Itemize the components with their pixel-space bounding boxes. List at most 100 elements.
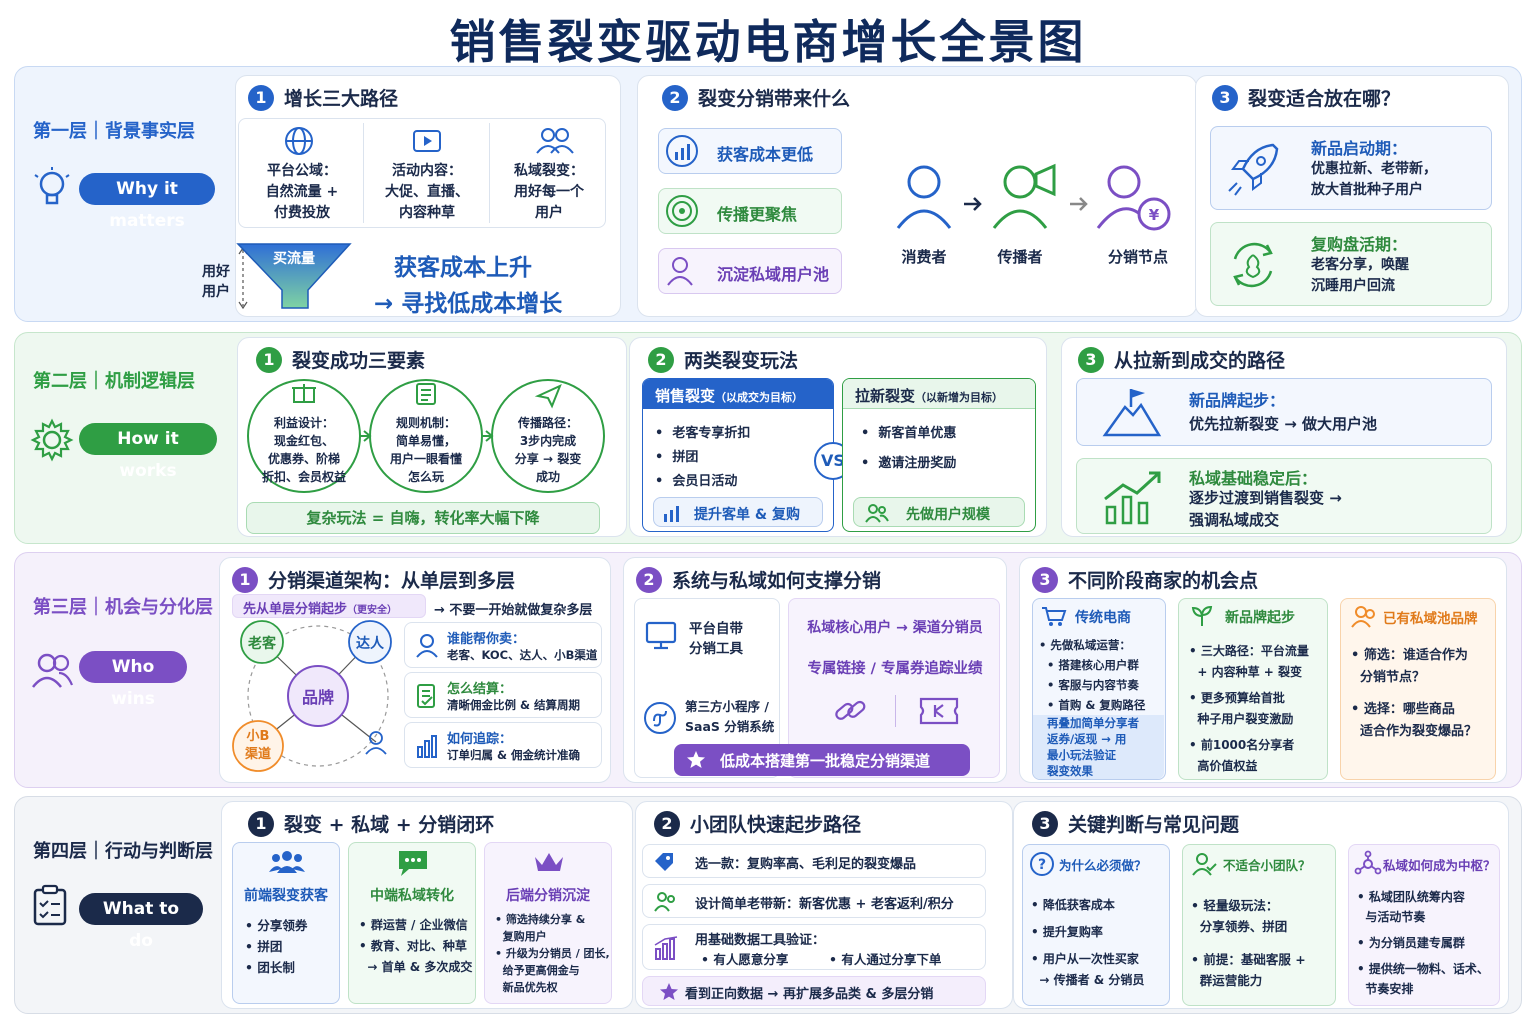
acquisition-fission-card: 拉新裂变（以新增为目标） • 新客首单优惠• 邀请注册奖励 先做用户规模 — [842, 378, 1036, 532]
globe-icon — [285, 127, 313, 155]
step-label: 设计简单老带新：新客优惠 + 老客返利/积分 — [695, 897, 954, 912]
stage-traditional: 传统电商 • 先做私域运营： • 搭建核心用户群 • 客服与内容节奏 • 首购 … — [1032, 598, 1166, 780]
stage-items: • 三大路径：平台流量 + 内容种草 + 裂变• 更多预算给首批 种子用户裂变激… — [1189, 644, 1309, 773]
user-check-icon — [1192, 853, 1217, 876]
users-icon — [865, 504, 889, 523]
panel-number: 1 — [232, 566, 258, 593]
question-title: 谁能帮你卖： — [447, 632, 526, 647]
cart-icon — [1042, 607, 1067, 626]
tag-what-to-do: What to do — [79, 893, 203, 951]
funnel-label: 买流量 — [273, 251, 315, 267]
node-influencer: 达人 — [356, 636, 384, 652]
panel-title-text: 分销渠道架构：从单层到多层 — [268, 570, 516, 592]
stage-desc: 优惠拉新、老带新，放大首批种子用户 — [1311, 161, 1437, 198]
bar-chart-icon — [654, 936, 678, 960]
private-role: 私域核心用户 → 渠道分销员 — [807, 620, 983, 636]
document-icon — [417, 684, 435, 708]
video-icon — [413, 130, 441, 152]
question-title: 如何追踪： — [447, 732, 513, 747]
growth-arrow-icon — [1104, 471, 1161, 525]
question-desc: 老客、KOC、达人、小B渠道 — [447, 648, 598, 662]
question-title: 怎么结算： — [447, 682, 513, 697]
benefit-label: 传播更聚焦 — [717, 205, 798, 224]
mountain-flag-icon — [1102, 389, 1162, 437]
step-label: 选一款：复购率高、毛利足的裂变爆品 — [695, 857, 917, 872]
benefit-focused: 传播更聚焦 — [658, 188, 842, 234]
refresh-icon — [1233, 242, 1273, 288]
stage-private-brand: 已有私域池品牌 • 筛选：谁适合作为 分销节点？• 选择：哪些商品 适合作为裂变… — [1340, 598, 1496, 780]
acq-fission-title: 拉新裂变（以新增为目标） — [855, 387, 1004, 405]
stage-title: 复购盘活期： — [1311, 235, 1408, 254]
stage-items: • 先做私域运营： • 搭建核心用户群 • 客服与内容节奏 • 首购 & 复购路… — [1039, 638, 1146, 712]
layer-4-name: 第四层｜行动与判断层 — [33, 841, 213, 862]
stage-extra: 再叠加简单分享者返券/返现 → 用最小玩法验证裂变效果 — [1047, 716, 1139, 778]
svg-text:¥: ¥ — [1149, 206, 1160, 224]
question-tracking: 如何追踪： 订单归属 & 佣金统计准确 — [404, 722, 602, 768]
warning-complex: 复杂玩法 = 自嗨，转化率大幅下降 — [246, 502, 600, 534]
checklist-icon — [33, 884, 67, 926]
users-icon — [1351, 606, 1375, 628]
bar-chart-icon — [417, 735, 437, 758]
network-icon — [1354, 850, 1382, 875]
user-icon — [667, 257, 693, 286]
group-icon — [269, 851, 305, 873]
users-icon — [654, 892, 675, 912]
panel-number: 3 — [1078, 346, 1104, 373]
panel-title-text: 小团队快速起步路径 — [690, 814, 862, 836]
paths-grid: 平台公域：自然流量 +付费投放 活动内容：大促、直播、内容种草 私域裂变：用好每… — [238, 118, 606, 228]
cost-up-text: 获客成本上升 — [394, 255, 532, 281]
panel-number: 3 — [1032, 566, 1058, 593]
crown-icon — [535, 853, 563, 871]
panel-title-text: 裂变成功三要素 — [292, 350, 426, 372]
seek-growth-text: → 寻找低成本增长 — [374, 291, 563, 317]
sales-items: • 老客专享折扣• 拼团• 会员日活动 — [655, 426, 751, 489]
step-detail: • 有人愿意分享 — [701, 952, 789, 967]
loop-items: • 筛选持续分享 & 复购用户• 升级为分销员 / 团长, 给予更高佣金与 新品… — [495, 913, 610, 994]
step-label: 看到正向数据 → 再扩展多品类 & 多层分销 — [685, 987, 934, 1002]
step-validate: 用基础数据工具验证： • 有人愿意分享 • 有人通过分享下单 — [642, 924, 986, 970]
panel-title-text: 不同阶段商家的机会点 — [1068, 570, 1259, 592]
panel-number: 2 — [662, 84, 688, 111]
panel-number: 1 — [256, 346, 282, 373]
stage-title: 新品牌起步 — [1225, 610, 1295, 626]
sales-goal-button: 提升客单 & 复购 — [653, 497, 823, 527]
panel-number: 3 — [1032, 810, 1058, 837]
panel-number: 2 — [648, 346, 674, 373]
lightbulb-icon — [34, 167, 70, 205]
stage-repurchase: 复购盘活期： 老客分享，唤醒沉睡用户回流 — [1210, 222, 1492, 306]
panel-number: 3 — [1212, 84, 1238, 111]
elements-circles — [247, 379, 605, 493]
panel-number: 1 — [248, 810, 274, 837]
path-title: 私域基础稳定后： — [1189, 469, 1318, 488]
users-icon — [536, 128, 574, 154]
question-why: ? 为什么必须做？ • 降低获客成本• 提升复购率• 用户从一次性买家 → 传播… — [1022, 844, 1170, 1006]
chat-icon — [399, 851, 427, 876]
stage-title: 传统电商 — [1075, 610, 1131, 626]
panel-number: 1 — [248, 84, 274, 111]
tool-platform: 平台自带分销工具 — [689, 621, 743, 657]
bar-chart-icon — [664, 506, 679, 522]
button-label: 提升客单 & 复购 — [694, 507, 800, 523]
stage-title: 已有私域池品牌 — [1383, 611, 1478, 627]
path-desc: 优先拉新裂变 → 做大用户池 — [1189, 415, 1378, 433]
element-path: 传播路径：3步内完成分享 → 裂变成功 — [514, 416, 582, 484]
loop-middle: 中端私域转化 • 群运营 / 企业微信• 教育、对比、种草 → 首单 & 多次成… — [348, 842, 476, 1004]
users-icon — [32, 653, 74, 688]
question-title: 私域如何成为中枢？ — [1383, 858, 1496, 873]
panel-title-text: 增长三大路径 — [284, 88, 399, 110]
tag-who-wins: Who wins — [79, 651, 187, 709]
stage-items: • 筛选：谁适合作为 分销节点？• 选择：哪些商品 适合作为裂变爆品？ — [1351, 648, 1478, 739]
question-icon: ? — [1030, 852, 1054, 876]
sales-fission-card: 销售裂变（以成交为目标） • 老客专享折扣• 拼团• 会员日活动 提升客单 & … — [642, 378, 834, 532]
flow-node: 分销节点 — [1107, 248, 1168, 266]
